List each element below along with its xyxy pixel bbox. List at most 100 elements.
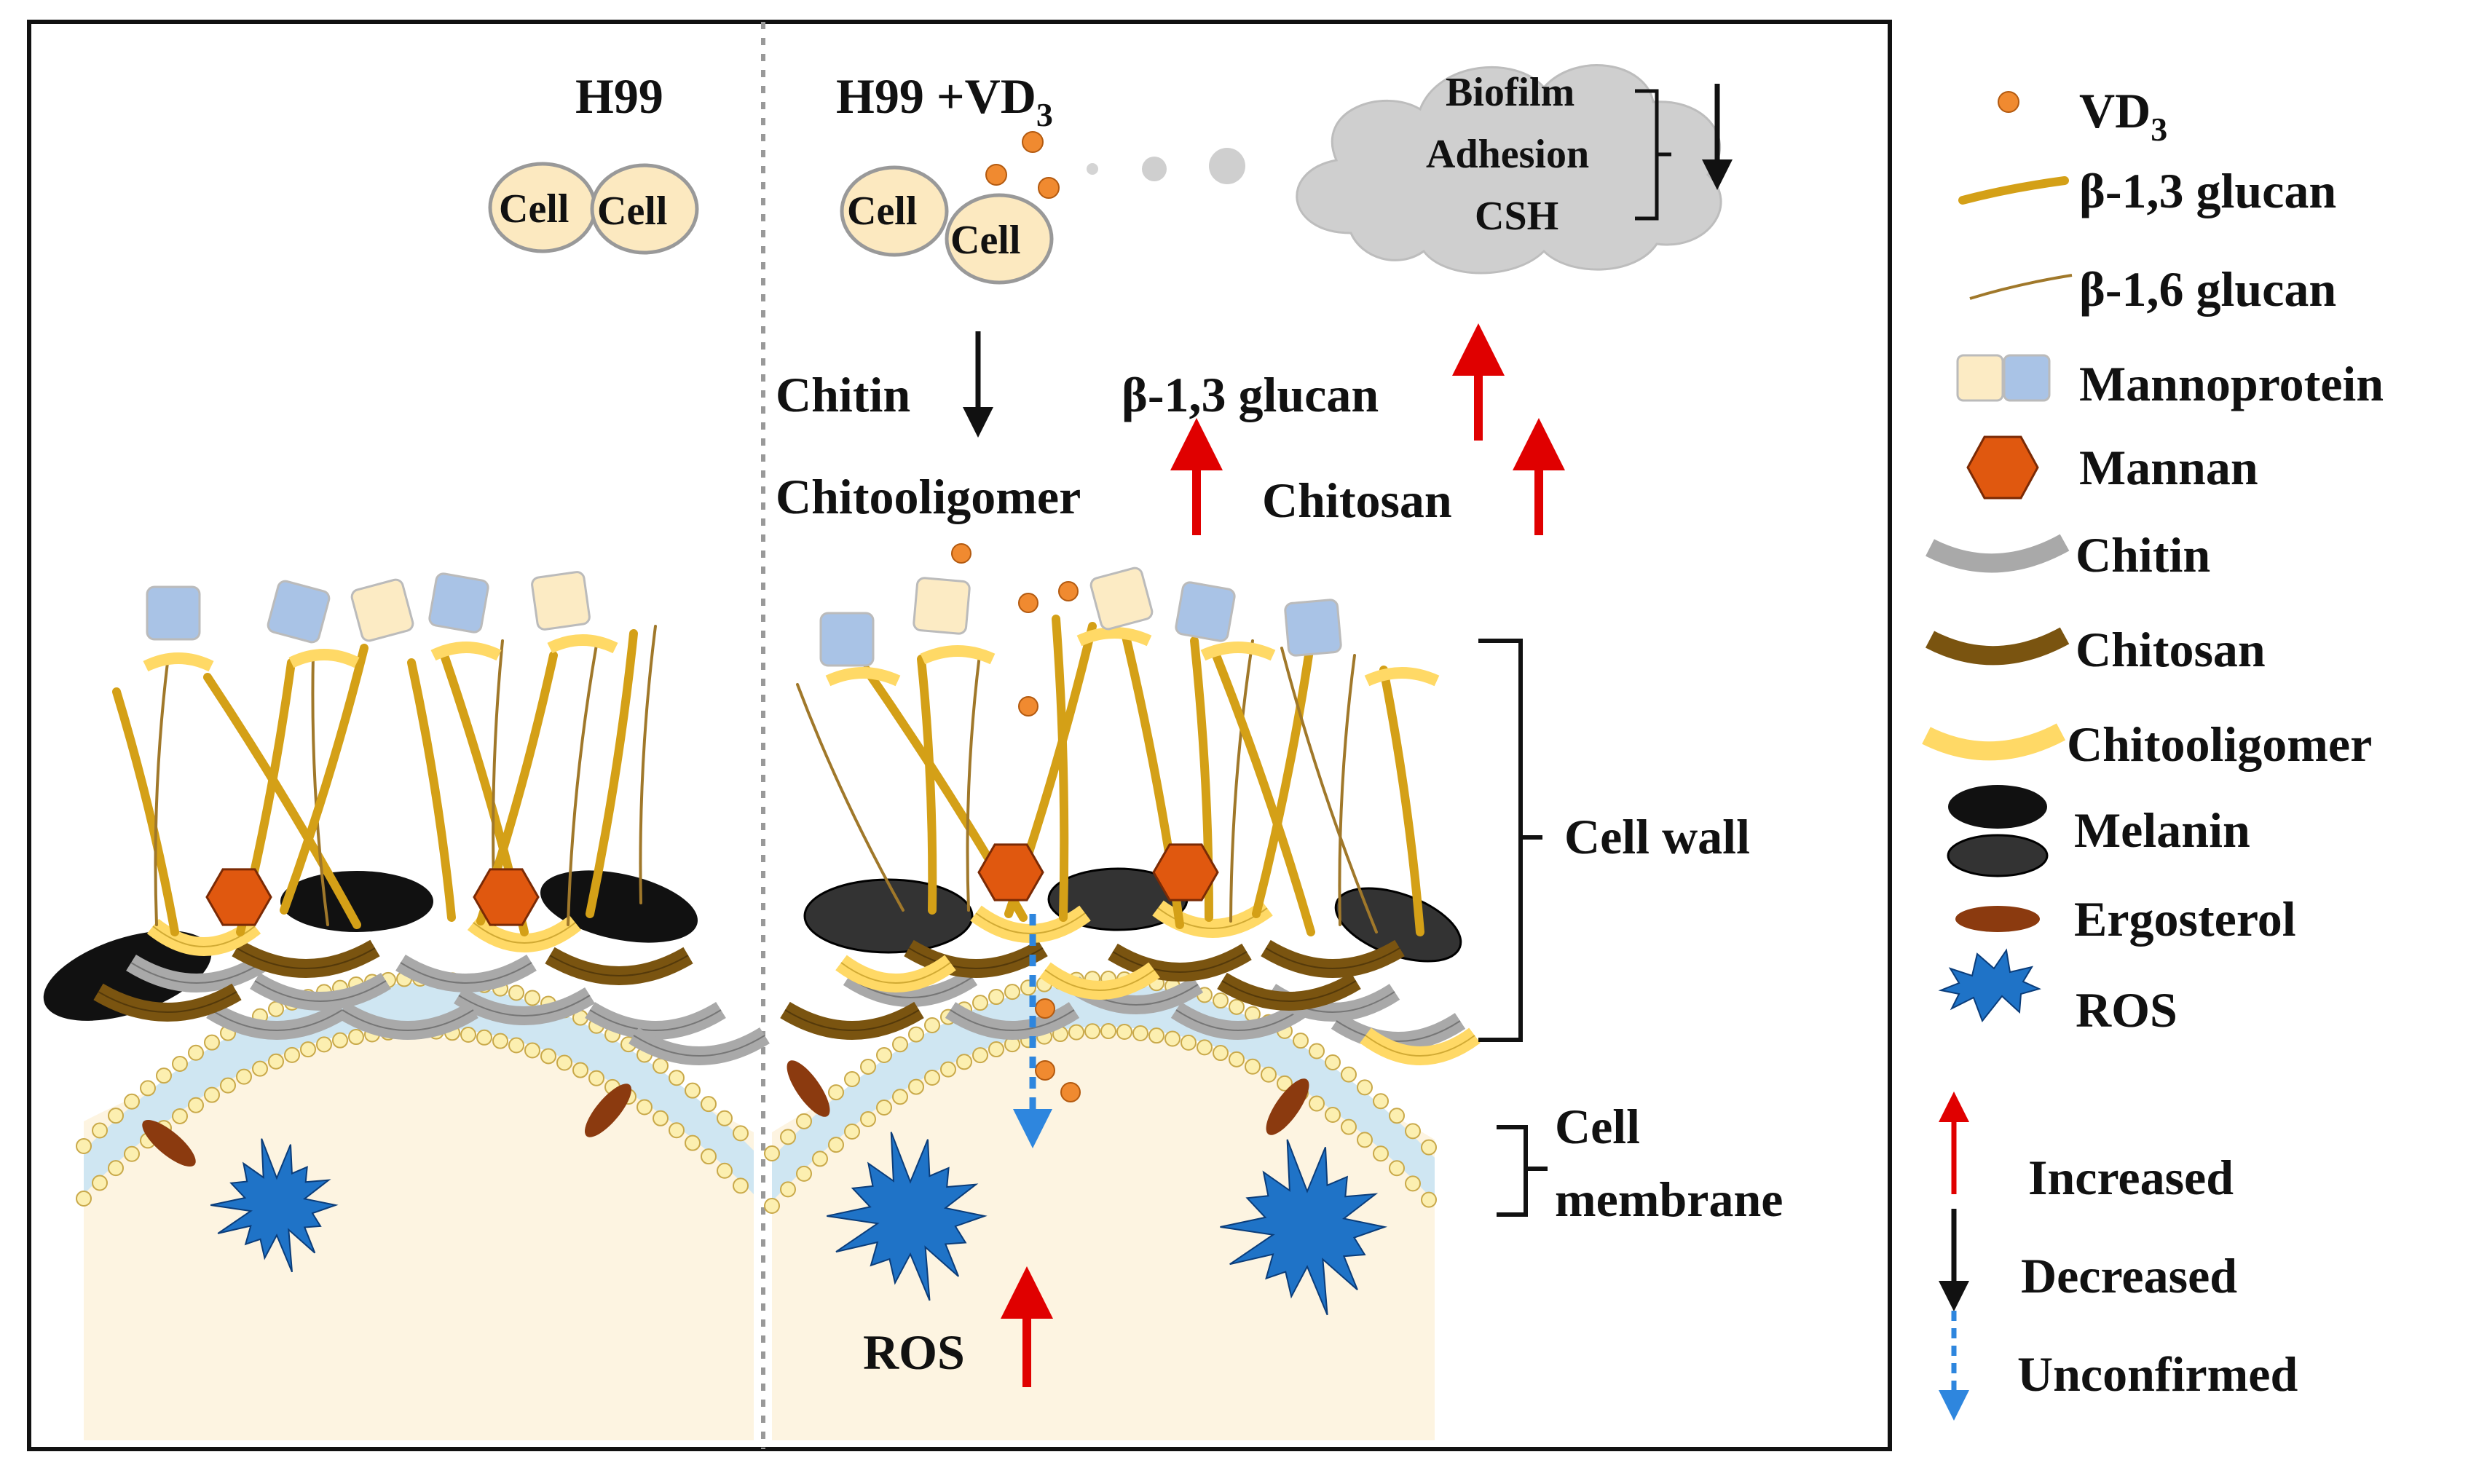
lipid-head: [204, 1086, 220, 1103]
lipid-head: [988, 989, 1004, 1006]
lipid-head: [1373, 1093, 1389, 1110]
ros-change-label: ROS: [863, 1325, 965, 1380]
wall-arc-edge: [1336, 1020, 1461, 1042]
cytoplasm-left: [84, 1036, 754, 1440]
wall-arc-edge: [908, 947, 1044, 969]
lipid-head: [1373, 1145, 1389, 1162]
mannoprotein: [146, 585, 201, 641]
legend-glucan16-label: β-1,6 glucan: [2079, 261, 2336, 317]
lipid-head: [1213, 1045, 1229, 1062]
lipid-head: [220, 1077, 236, 1094]
mannan-hexagon: [473, 868, 540, 926]
glucan13-fiber: [1252, 636, 1315, 918]
chitooligomer-cap: [547, 634, 618, 654]
lipid-head: [940, 1061, 956, 1078]
glucan13-fiber: [586, 629, 638, 918]
cell-pair-right: Cell Cell: [840, 131, 1245, 285]
cell-label: Cell: [597, 189, 667, 234]
lipid-head: [812, 1151, 828, 1167]
lipid-head: [588, 1070, 604, 1086]
lipid-head: [188, 1097, 204, 1113]
lipid-head: [140, 1080, 156, 1097]
lipid-head: [1357, 1079, 1373, 1096]
legend-unconfirmed-label: Unconfirmed: [2017, 1346, 2298, 1402]
lipid-head: [556, 1054, 572, 1071]
lipid-head: [636, 1099, 653, 1116]
chitooligomer-change-label: Chitooligomer: [776, 469, 1081, 524]
glucan13-fiber: [1212, 651, 1315, 936]
lipid-head: [1405, 1123, 1421, 1140]
lipid-head: [1261, 1066, 1277, 1083]
wall-arc-edge: [254, 980, 387, 1002]
lipid-head: [988, 1041, 1004, 1058]
mannoprotein: [913, 577, 971, 635]
legend-vd3-label: VD3: [2079, 83, 2167, 148]
lipid-head: [1325, 1054, 1341, 1071]
wall-arc-edge: [633, 1035, 765, 1057]
lipid-head: [188, 1044, 204, 1061]
legend-chitooligomer-symbol: [1922, 723, 2066, 761]
wall-arc-edge: [1265, 947, 1400, 969]
lipid-head: [156, 1067, 172, 1084]
ros-burst: [827, 1132, 988, 1301]
vd3-particle: [985, 164, 1007, 186]
left-panel-title: H99: [575, 68, 663, 124]
glucan16-fiber: [311, 654, 329, 926]
mannoprotein: [819, 612, 875, 667]
lipid-head: [1181, 1034, 1197, 1051]
glucan13-fiber: [112, 687, 179, 936]
lipid-head: [1277, 1075, 1293, 1092]
melanin: [43, 931, 212, 1021]
cloud-text-biofilm: Biofilm: [1446, 70, 1574, 115]
lipid-head: [733, 1125, 749, 1142]
glucan16-fiber: [796, 683, 904, 912]
vd3-particle: [1058, 581, 1079, 601]
lipid-head: [1132, 1025, 1148, 1042]
legend-mannan-symbol: [1966, 435, 2039, 500]
lipid-head: [844, 1070, 860, 1087]
lipid-head: [972, 995, 988, 1011]
legend-increased-label: Increased: [2028, 1150, 2234, 1205]
melanin: [540, 870, 698, 943]
lipid-head: [1197, 1039, 1213, 1056]
legend-mannoprotein-symbol-a: [1956, 354, 2004, 402]
lipid-head: [492, 1033, 508, 1049]
vd3-particle: [1018, 696, 1038, 717]
lipid-head: [764, 1198, 780, 1214]
cloud-text-adhesion: Adhesion: [1426, 132, 1589, 177]
glucan13-fiber: [917, 655, 937, 915]
glucan13-fiber: [407, 658, 456, 922]
right-panel-title: H99 +VD3: [836, 68, 1053, 133]
lipid-head: [1389, 1160, 1405, 1177]
legend-melanin-symbol-b: [1947, 834, 2049, 877]
lipid-head: [332, 1032, 348, 1049]
lipid-head: [860, 1058, 876, 1075]
chitooligomer-cap: [143, 652, 214, 672]
cell-wall-layer: [43, 867, 1481, 1065]
lipid-head: [892, 1036, 908, 1053]
cloud-bracket: [1635, 89, 1671, 221]
lipid-head: [540, 1048, 556, 1065]
cell-pair-left: Cell Cell: [488, 162, 699, 255]
lipid-head: [1357, 1132, 1373, 1148]
vd3-particle: [1022, 131, 1044, 153]
wall-arc-edge: [473, 922, 576, 944]
lipid-head: [717, 1110, 733, 1126]
lipid-head: [204, 1034, 220, 1051]
lipid-head: [1421, 1139, 1437, 1156]
wall-arc-edge: [950, 1009, 1075, 1031]
glucan13-fiber: [203, 673, 361, 929]
glucan16-fiber: [1280, 647, 1378, 934]
mannoprotein: [1284, 599, 1342, 657]
lipid-head: [1213, 992, 1229, 1009]
mannoprotein: [350, 578, 414, 642]
lipid-head: [764, 1145, 780, 1161]
ros-burst: [210, 1138, 339, 1273]
legend-melanin-label: Melanin: [2074, 802, 2250, 858]
mannan-hexagon: [1152, 843, 1219, 901]
lipid-head: [1341, 1118, 1357, 1135]
wall-arc-edge: [400, 962, 532, 984]
cell-label: Cell: [847, 189, 917, 234]
legend-mannoprotein-label: Mannoprotein: [2079, 356, 2384, 411]
mannan-hexagon: [977, 843, 1044, 901]
